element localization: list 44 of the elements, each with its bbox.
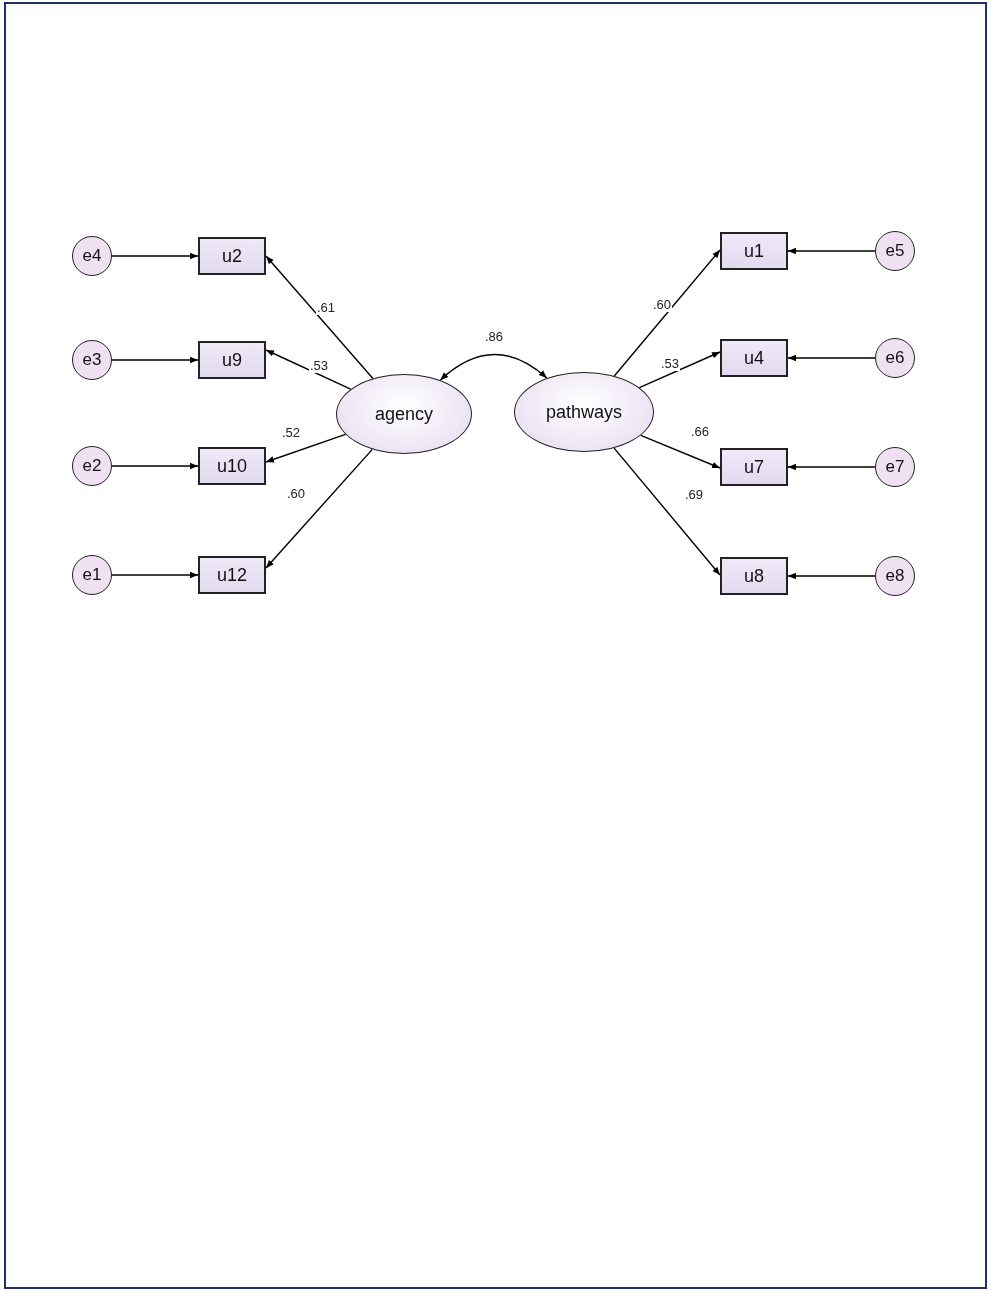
latent-variable-ellipse: pathways [514, 372, 654, 452]
arrow [640, 434, 721, 469]
latent-variable-ellipse: agency [336, 374, 472, 454]
observed-variable-box: u10 [198, 447, 266, 485]
error-term-circle: e7 [875, 447, 915, 487]
arrow [638, 351, 721, 389]
observed-variable-box: u1 [720, 232, 788, 270]
edge-label: .53 [308, 359, 330, 373]
edge-label: .69 [683, 488, 705, 502]
arrow [787, 572, 876, 580]
arrow [111, 252, 199, 260]
observed-variable-box: u9 [198, 341, 266, 379]
arrow [111, 571, 199, 579]
edge-label: .66 [689, 425, 711, 439]
error-term-circle: e5 [875, 231, 915, 271]
arrow [439, 353, 548, 381]
observed-variable-box: u8 [720, 557, 788, 595]
edge-label: .60 [285, 487, 307, 501]
observed-variable-box: u7 [720, 448, 788, 486]
error-term-circle: e1 [72, 555, 112, 595]
observed-variable-box: u12 [198, 556, 266, 594]
edge-label: .61 [315, 301, 337, 315]
arrow [111, 462, 199, 470]
edge-label: .86 [483, 330, 505, 344]
error-term-circle: e2 [72, 446, 112, 486]
error-term-circle: e4 [72, 236, 112, 276]
observed-variable-box: u2 [198, 237, 266, 275]
arrow [613, 249, 721, 377]
arrow [265, 448, 373, 569]
edge-label: .60 [651, 298, 673, 312]
arrow [787, 354, 876, 362]
error-term-circle: e8 [875, 556, 915, 596]
observed-variable-box: u4 [720, 339, 788, 377]
error-term-circle: e6 [875, 338, 915, 378]
arrow [613, 447, 721, 576]
edge-label: .52 [280, 426, 302, 440]
arrow [111, 356, 199, 364]
arrow [787, 247, 876, 255]
edge-label: .53 [659, 357, 681, 371]
arrow [787, 463, 876, 471]
arrow [265, 255, 374, 380]
arrow [265, 433, 347, 463]
arrow [265, 349, 352, 390]
error-term-circle: e3 [72, 340, 112, 380]
